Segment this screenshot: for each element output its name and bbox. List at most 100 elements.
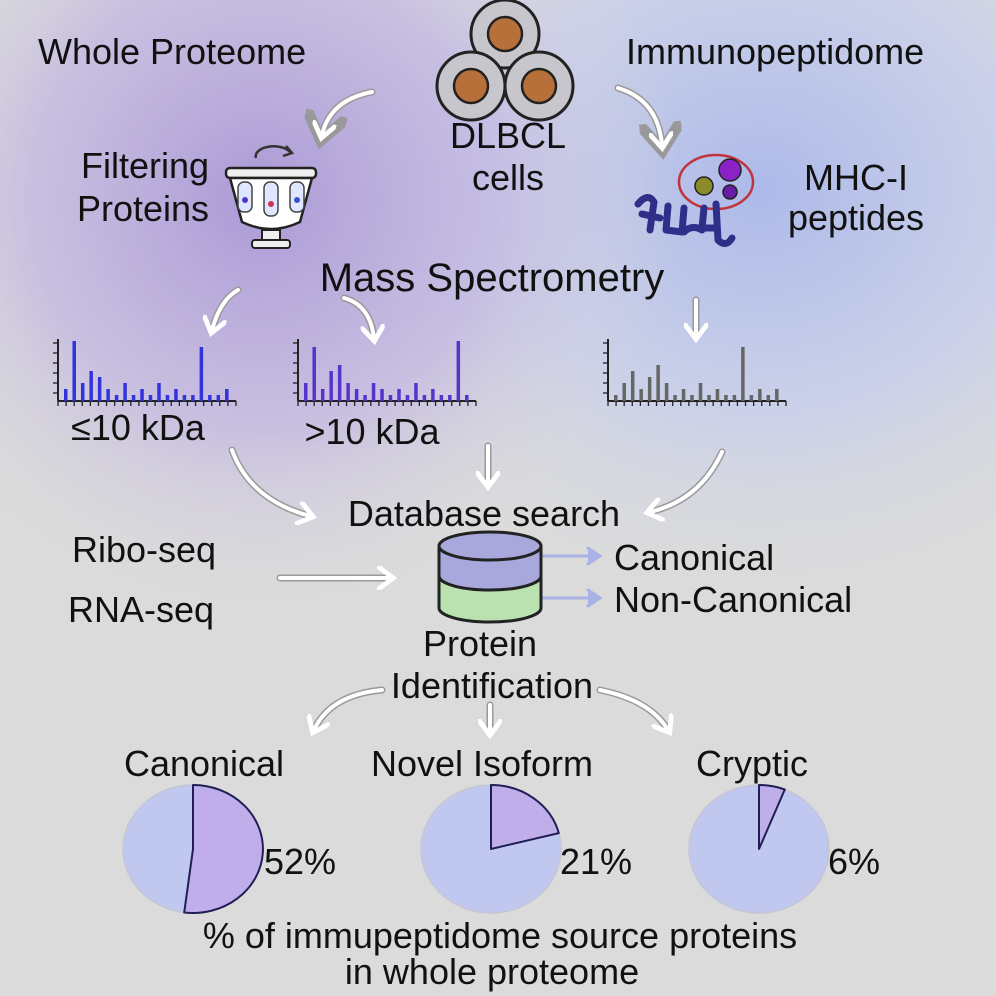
spectrum-peak [647, 377, 652, 401]
spectrum-peak [380, 389, 384, 401]
spectrum-peak [148, 395, 153, 401]
spectrum-peak [216, 395, 221, 401]
spectrum-label-low: ≤10 kDa [71, 407, 205, 448]
spectrum-peak [191, 395, 195, 401]
protein-label: Protein [422, 623, 538, 664]
proteins-label: Proteins [76, 188, 210, 229]
mhc-peptide-icon [634, 153, 755, 247]
spectrum-high-mw [293, 339, 477, 406]
spectrum-peak [312, 347, 316, 401]
centrifuge-icon [224, 145, 318, 249]
spectrum-peak [431, 389, 435, 401]
spectrum-label-high: >10 kDa [304, 411, 440, 452]
spectrum-peak [732, 395, 737, 401]
spectrum-low-mw [53, 339, 237, 406]
pie-value-canonical: 52% [264, 841, 337, 882]
dlbcl-cells-icon [435, 0, 575, 122]
pie-novel-isoform [420, 784, 562, 914]
pie-title-novel-isoform: Novel Isoform [370, 743, 594, 784]
cells-label: cells [471, 157, 545, 198]
spectrum-peak [673, 395, 677, 401]
spectrum-peak [208, 395, 212, 401]
spectrum-peak [337, 365, 342, 401]
spectrum-peak [363, 395, 367, 401]
peptides-label: peptides [787, 197, 925, 238]
pie-title-cryptic: Cryptic [695, 743, 809, 784]
pie-value-novel-isoform: 21% [560, 841, 633, 882]
spectrum-peak [664, 383, 669, 401]
spectrum-peak [622, 383, 626, 401]
spectrum-peak [639, 389, 643, 401]
pie-title-canonical: Canonical [123, 743, 285, 784]
spectrum-peak [123, 383, 127, 401]
caption-line-2: in whole proteome [344, 951, 640, 992]
spectrum-peak [114, 395, 119, 401]
mhc-label: MHC-I [804, 157, 908, 198]
spectrum-peak [707, 395, 711, 401]
database-icon [437, 530, 543, 624]
spectrum-peak [758, 389, 762, 401]
spectrum-peak [465, 395, 469, 401]
database-search-label: Database search [347, 493, 621, 534]
spectrum-peak [741, 347, 745, 401]
pie-slice [183, 784, 264, 914]
spectrum-peak [131, 395, 136, 401]
spectrum-peak [64, 389, 68, 401]
spectrum-peak [165, 395, 170, 401]
spectrum-peak [388, 395, 393, 401]
immunopeptidome-label: Immunopeptidome [626, 31, 925, 72]
spectrum-peak [97, 377, 102, 401]
spectrum-peak [614, 395, 618, 401]
spectrum-peak [199, 347, 204, 401]
rna-seq-label: RNA-seq [68, 589, 215, 630]
dlbcl-label: DLBCL [449, 115, 567, 156]
spectrum-peak [448, 395, 452, 401]
spectrum-peak [405, 395, 410, 401]
spectrum-peak [140, 389, 144, 401]
spectrum-peak [80, 383, 85, 401]
ribo-seq-label: Ribo-seq [72, 529, 217, 570]
spectrum-peak [749, 395, 754, 401]
canonical-db-label: Canonical [614, 537, 775, 578]
spectrum-peak [414, 383, 418, 401]
spectrum-peak [681, 389, 686, 401]
pie-value-cryptic: 6% [828, 841, 881, 882]
non-canonical-db-label: Non-Canonical [614, 579, 853, 620]
spectrum-peak [354, 389, 359, 401]
spectrum-peak [715, 389, 720, 401]
spectrum-peak [656, 365, 660, 401]
spectrum-peak [346, 383, 350, 401]
spectrum-peak [775, 389, 779, 401]
spectrum-peak [630, 371, 635, 401]
caption-line-1: % of immupeptidome source proteins [202, 915, 798, 956]
pie-canonical [122, 784, 264, 914]
spectrum-peak [106, 389, 110, 401]
spectrum-peak [225, 389, 229, 401]
whole-proteome-label: Whole Proteome [38, 31, 307, 72]
spectrum-peak [320, 389, 325, 401]
spectrum-peak [182, 395, 187, 401]
spectrum-peak [698, 383, 703, 401]
pie-cryptic [688, 783, 830, 914]
spectrum-peak [724, 395, 728, 401]
spectrum-peak [371, 383, 376, 401]
spectrum-peak [174, 389, 178, 401]
spectrum-peak [72, 341, 76, 401]
spectrum-peak [766, 395, 771, 401]
mass-spectrometry-label: Mass Spectrometry [319, 256, 665, 300]
spectrum-peak [329, 371, 333, 401]
spectrum-peak [89, 371, 93, 401]
filtering-label: Filtering [80, 145, 210, 186]
pie-slice [758, 783, 786, 850]
spectrum-peak [422, 395, 427, 401]
spectrum-immunopeptidome [603, 339, 787, 406]
identification-label: Identification [390, 665, 594, 706]
spectrum-peak [690, 395, 694, 401]
pie-slice [490, 784, 560, 850]
spectrum-peak [157, 383, 161, 401]
spectrum-peak [456, 341, 461, 401]
spectrum-peak [439, 395, 444, 401]
spectrum-peak [304, 383, 308, 401]
